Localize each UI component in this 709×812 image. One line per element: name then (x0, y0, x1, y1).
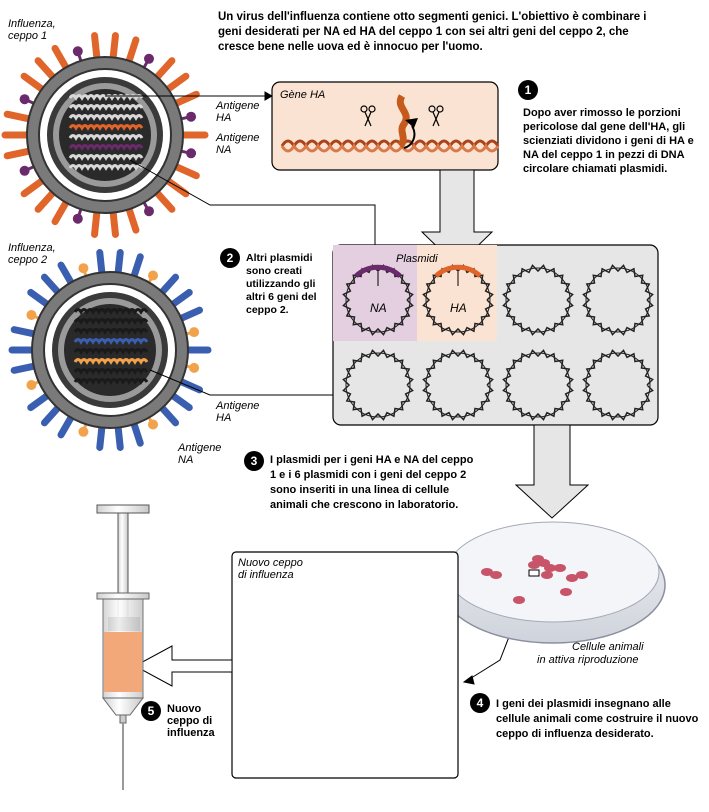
spike-knob (186, 111, 197, 122)
virus-strain-1 (1, 32, 209, 238)
gene-segment (73, 348, 149, 355)
gene-segment (73, 318, 149, 325)
cell (513, 596, 525, 604)
spike-knob (144, 53, 154, 64)
spike-knob (19, 165, 30, 176)
step-1-text: Dopo aver rimosso le porzioni pericolose… (523, 107, 694, 175)
spike-knob (72, 46, 83, 57)
removed-segment (396, 94, 410, 149)
cell (481, 568, 493, 576)
animal-cells (481, 555, 588, 604)
spike-knob (144, 206, 154, 217)
plasmid-ring (502, 349, 574, 421)
arrow-left (133, 645, 233, 687)
step-3-badge: 3 (244, 451, 264, 471)
syringe-icon (96, 504, 150, 790)
gene-segment (73, 378, 149, 385)
spike-knob (186, 148, 197, 159)
scissors-icon (360, 105, 444, 127)
plasmid-na-label: NA (370, 301, 387, 315)
step-4-badge: 4 (470, 693, 490, 713)
curved-arrow-icon (405, 118, 418, 128)
gene-segment (68, 134, 144, 141)
gene-segment (68, 104, 144, 111)
plasmid-panel-title: Plasmidi (396, 253, 438, 265)
spike-knob (78, 263, 89, 274)
spike-knob (148, 270, 158, 281)
petri-dish (440, 521, 666, 644)
gene-segment (68, 164, 144, 171)
spike-knob (189, 327, 200, 338)
cell (541, 571, 553, 579)
virus-strain-2 (8, 249, 212, 451)
arrow-down-2 (514, 424, 590, 519)
cell (544, 564, 556, 572)
step-5-badge: 5 (141, 701, 161, 721)
step-5-text: Nuovo ceppo di influenza (167, 703, 215, 739)
gene-segment (68, 114, 144, 121)
inserted-gene (434, 264, 482, 278)
ha-gene-dna-strand (280, 139, 500, 153)
gene-segment (73, 358, 149, 365)
gene-segment (68, 94, 144, 101)
plasmid-ring (422, 349, 494, 421)
strain1-label: Influenza,ceppo 1 (8, 18, 56, 42)
cell (490, 571, 502, 579)
dish-label: Cellule animali (572, 641, 644, 653)
cell (554, 564, 566, 572)
gene-segment (73, 368, 149, 375)
spike-knob (189, 362, 200, 373)
cell (560, 588, 572, 596)
plasmid-ring (342, 349, 414, 421)
spike-knob (78, 426, 89, 437)
step-3-text: I plasmidi per i geni HA e NA del ceppo … (270, 454, 474, 511)
cell (566, 574, 578, 582)
spike-knob (19, 94, 30, 105)
spike-knob (72, 213, 83, 224)
gene-segment (73, 308, 149, 315)
plasmid-ring (582, 349, 654, 421)
dish-label-2: in attiva riproduzione (537, 654, 639, 666)
plasmid-ha-label: HA (450, 301, 467, 315)
plasmid-ring (502, 264, 574, 336)
gene-segment (73, 338, 149, 345)
spike-knob (148, 419, 158, 430)
gene-segment (68, 124, 144, 131)
spike-knob (26, 310, 37, 321)
spike-knob (26, 379, 37, 390)
gene-segment (68, 144, 144, 151)
strain2-label: Influenza,ceppo 2 (8, 242, 56, 266)
cell (528, 561, 540, 569)
cell (576, 571, 588, 579)
step-1-badge: 1 (518, 80, 538, 100)
gene-segment (73, 328, 149, 335)
gene-segment (68, 154, 144, 161)
plasmid-ring (582, 264, 654, 336)
new-strain-box (231, 551, 459, 779)
intro-text: Un virus dell'influenza contiene otto se… (218, 11, 647, 53)
inserted-gene (354, 264, 402, 278)
step-2-badge: 2 (220, 248, 240, 268)
step-2-text: Altri plasmidi sono creati utilizzando g… (246, 252, 317, 316)
gene-box-title: Gène HA (280, 89, 326, 101)
step-4-text: I geni dei plasmidi insegnano alle cellu… (496, 698, 699, 740)
cell (532, 555, 544, 563)
plasmid-rings (342, 264, 654, 421)
